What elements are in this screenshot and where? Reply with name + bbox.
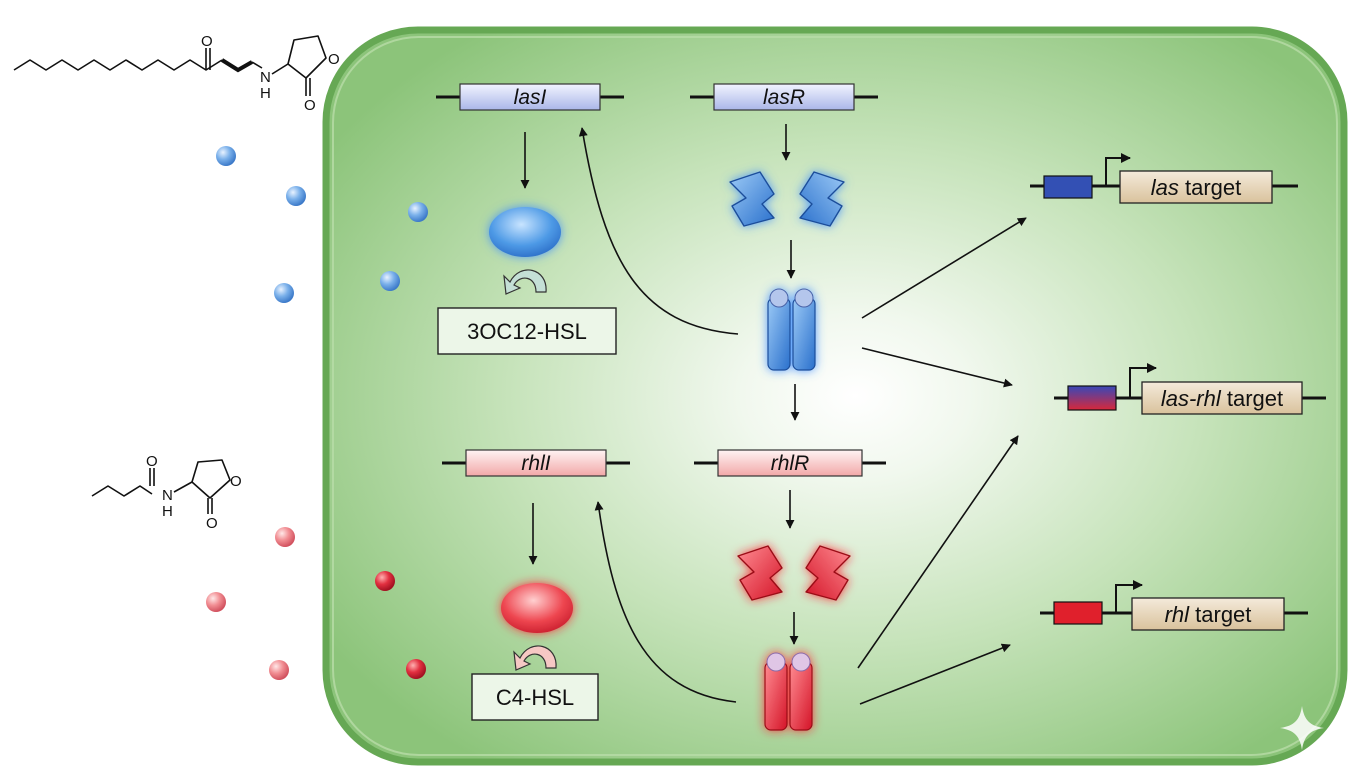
rhlI-label: rhlI xyxy=(521,452,550,475)
c4-lactone-ring-oxygen-label: O xyxy=(230,473,242,490)
bent-arrow-promoter-icon xyxy=(1115,580,1143,613)
rhl-promoter-box xyxy=(1053,601,1103,625)
rhlR-gene: rhlR xyxy=(694,449,886,477)
rhl-synthesis-curved-arrow-icon xyxy=(513,645,557,671)
blue-sphere-icon xyxy=(380,271,400,291)
lactone-carbonyl-oxygen-label: O xyxy=(304,97,316,114)
rhl-autoinduction-arrow xyxy=(594,501,737,703)
las-target-box xyxy=(1119,170,1273,204)
ketone-oxygen-label: O xyxy=(201,33,213,50)
3oc12-hsl-structure: O N H O O xyxy=(13,33,340,114)
c4-nitrogen-label: N xyxy=(162,487,173,504)
las-promoter-box xyxy=(1043,175,1093,199)
rhl-target-label: rhl target xyxy=(1165,602,1252,627)
bent-arrow-promoter-icon xyxy=(1129,363,1157,398)
blue-sphere-icon xyxy=(274,283,294,303)
c4-hsl-structure: O N H O O xyxy=(91,453,242,532)
las-rhl-promoter-box xyxy=(1067,385,1117,411)
rhlI-gene: rhlI xyxy=(442,449,630,477)
lasR-label: lasR xyxy=(763,86,805,109)
c4-lactone-carbonyl-oxygen-label: O xyxy=(206,515,218,532)
lasI-gene: lasI xyxy=(436,83,624,111)
amide-nitrogen-label: N xyxy=(260,69,271,86)
rhlR-label: rhlR xyxy=(771,452,810,475)
3oc12-hsl-box xyxy=(437,307,617,355)
rhl-target-operon: rhl target xyxy=(1040,580,1308,631)
red-ellipse-enzyme-icon xyxy=(501,583,573,633)
bent-arrow-promoter-icon xyxy=(1105,153,1131,186)
lasI-label: lasI xyxy=(514,86,547,109)
red-sphere-icon xyxy=(269,660,289,680)
lactone-ring-oxygen-label: O xyxy=(328,51,340,68)
las-rhl-target-operon: las-rhl target xyxy=(1054,363,1326,415)
c4-hsl-box xyxy=(471,673,599,721)
3oc12-hsl-label: 3OC12-HSL xyxy=(467,319,587,344)
las-rhl-target-box xyxy=(1141,381,1303,415)
red-sphere-icon xyxy=(406,659,426,679)
rhl-to-las-rhl-target-arrow xyxy=(857,435,1019,669)
las-synthesis-curved-arrow-icon xyxy=(503,269,547,295)
c4-hsl-label: C4-HSL xyxy=(496,685,574,710)
las-autoinduction-arrow xyxy=(578,127,739,335)
c4-hydrogen-label: H xyxy=(162,503,173,520)
las-target-label: las target xyxy=(1151,175,1242,200)
blue-sphere-icon xyxy=(408,202,428,222)
blue-sphere-icon xyxy=(216,146,236,166)
red-sphere-icon xyxy=(275,527,295,547)
bacterial-cell xyxy=(322,26,1348,766)
c4-hsl-molecules xyxy=(206,527,426,680)
sparkle-icon xyxy=(1280,706,1324,750)
rhl-to-rhl-target-arrow xyxy=(859,643,1011,705)
las-to-las-target-arrow xyxy=(861,217,1027,319)
rhl-target-box xyxy=(1131,597,1285,631)
las-to-las-rhl-target-arrow xyxy=(861,347,1013,388)
blue-sphere-icon xyxy=(286,186,306,206)
lasR-gene: lasR xyxy=(690,83,878,111)
amide-hydrogen-label: H xyxy=(260,85,271,102)
red-sphere-icon xyxy=(206,592,226,612)
blue-receptor-dimer-icon xyxy=(767,288,816,371)
las-target-operon: las target xyxy=(1030,153,1298,204)
3oc12-hsl-molecules xyxy=(216,146,428,303)
c4-carbonyl-oxygen-label: O xyxy=(146,453,158,470)
las-rhl-target-label: las-rhl target xyxy=(1161,386,1283,411)
cell-inner-rim xyxy=(332,36,1338,756)
red-receptor-dimer-icon xyxy=(764,652,813,731)
red-sphere-icon xyxy=(375,571,395,591)
blue-ellipse-enzyme-icon xyxy=(489,207,561,257)
